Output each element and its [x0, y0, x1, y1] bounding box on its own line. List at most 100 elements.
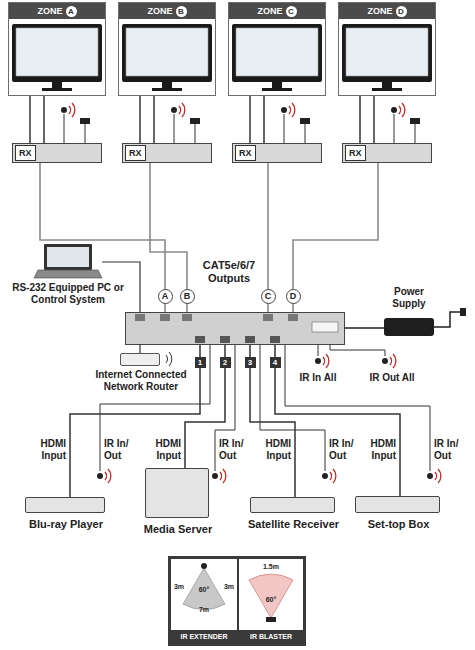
legend-panel: [239, 559, 303, 630]
receiver-unit: RX: [342, 143, 432, 163]
hdmi-port: [220, 336, 230, 343]
ir-emitter: [322, 469, 336, 483]
input-number: 2: [220, 357, 231, 368]
ir-cable: [330, 345, 385, 356]
input-number: 1: [195, 357, 206, 368]
port-label: IR In All: [293, 372, 343, 384]
extender-symbol: [201, 563, 207, 569]
device-caption: Set-top Box: [349, 518, 449, 531]
source-device: Set-top Box: [355, 496, 440, 513]
dimension-label: 7m: [196, 606, 212, 614]
matrix-switcher: CAT5e/6/7 Outputs: [125, 312, 345, 345]
dimension-label: 3m: [172, 583, 186, 591]
cable-connector: [150, 163, 187, 312]
extender-range-cone: [183, 568, 225, 610]
receiver-label: RX: [345, 145, 366, 161]
zone-heading: ZONE: [147, 6, 172, 16]
port-label: HDMI Input: [34, 438, 66, 462]
port-label: HDMI Input: [149, 438, 181, 462]
port-label: HDMI Input: [259, 438, 291, 462]
ir-cable: [285, 345, 430, 471]
device-caption: Media Server: [128, 523, 228, 536]
device-caption: Power Supply: [383, 286, 435, 310]
ir-emitter: [97, 469, 111, 483]
cable-connector: [293, 163, 378, 312]
port-label: IR In/ Out: [104, 438, 138, 462]
zone-letter: D: [396, 6, 407, 17]
zone-heading: ZONE: [367, 6, 392, 16]
laptop-lid: [44, 244, 92, 270]
output-letter: A: [158, 289, 173, 304]
zone-letter: C: [286, 6, 297, 17]
device-caption: Blu-ray Player: [16, 518, 116, 531]
dimension-label: 60°: [196, 586, 212, 594]
wifi-waves: [166, 352, 172, 366]
ir-emitter: [212, 469, 226, 483]
cable-connector: [29, 96, 31, 143]
zone-illustration: [232, 24, 322, 143]
port-label: IR In/ Out: [329, 438, 363, 462]
dimension-label: 1.5m: [257, 563, 285, 571]
zone-heading: ZONE: [37, 6, 62, 16]
legend-frame: [168, 556, 306, 646]
zone-frame: ZONEB: [118, 2, 216, 96]
zone-illustration: [342, 24, 432, 143]
cable-connector: [359, 96, 361, 143]
legend-caption: IR EXTENDER: [171, 633, 237, 641]
laptop-keyboard: [34, 270, 102, 278]
zone-tab: ZONE C: [229, 3, 325, 19]
source-device: Blu-ray Player: [25, 497, 105, 513]
output-letter: D: [286, 289, 301, 304]
receiver-label: RX: [15, 145, 36, 161]
zone-frame: ZONE A: [8, 2, 106, 96]
cable-connector: [345, 327, 384, 329]
cable-connector: [250, 345, 295, 497]
zone-illustration: [122, 24, 212, 143]
ir-emitter: [382, 354, 396, 368]
device-caption: RS-232 Equipped PC or Control System: [12, 282, 124, 306]
dimension-label: 3m: [222, 583, 236, 591]
port-label: IR In/ Out: [434, 438, 468, 462]
ir-cable: [318, 345, 319, 356]
cable-connector: [249, 96, 251, 143]
source-device: Satellite Receiver: [250, 497, 335, 513]
control-pc: RS-232 Equipped PC or Control System: [34, 244, 102, 278]
hdmi-port: [195, 336, 205, 343]
blaster-range-cone: [249, 574, 293, 618]
receiver-unit: RX: [12, 143, 102, 163]
output-port: [263, 314, 273, 321]
output-port: [288, 314, 298, 321]
output-letter: B: [180, 289, 195, 304]
power-plug: [460, 308, 466, 316]
zone-tab: ZONE D: [339, 3, 435, 19]
source-device: Media Server: [145, 468, 209, 518]
zone-illustration: [12, 24, 102, 143]
network-router: Internet Connected Network Router: [120, 353, 160, 366]
ir-cable: [260, 345, 325, 471]
zone-heading: ZONE: [257, 6, 282, 16]
cable-connector: [139, 345, 140, 353]
output-port: [160, 314, 170, 321]
power-supply: Power Supply: [384, 318, 434, 336]
output-port: [182, 314, 192, 321]
receiver-label: RX: [235, 145, 256, 161]
zone-letter: A: [66, 6, 77, 17]
power-cord: [434, 312, 460, 327]
rs232-port: [135, 314, 145, 321]
ir-emitter: [427, 469, 441, 483]
receiver-label: RX: [125, 145, 146, 161]
hdmi-port: [270, 336, 280, 343]
legend-panel: [171, 559, 237, 630]
cable-connector: [139, 96, 141, 143]
port-label: IR Out All: [364, 372, 420, 384]
device-caption: Internet Connected Network Router: [89, 369, 193, 393]
ir-cable: [100, 345, 210, 471]
zone-frame: ZONE C: [228, 2, 326, 96]
input-number: 4: [270, 357, 281, 368]
cable-connector: [275, 345, 400, 496]
switcher-body: [125, 312, 345, 345]
input-number: 3: [245, 357, 256, 368]
port-label: IR In/ Out: [219, 438, 253, 462]
device-caption: Satellite Receiver: [242, 518, 346, 531]
hdmi-port: [245, 336, 255, 343]
